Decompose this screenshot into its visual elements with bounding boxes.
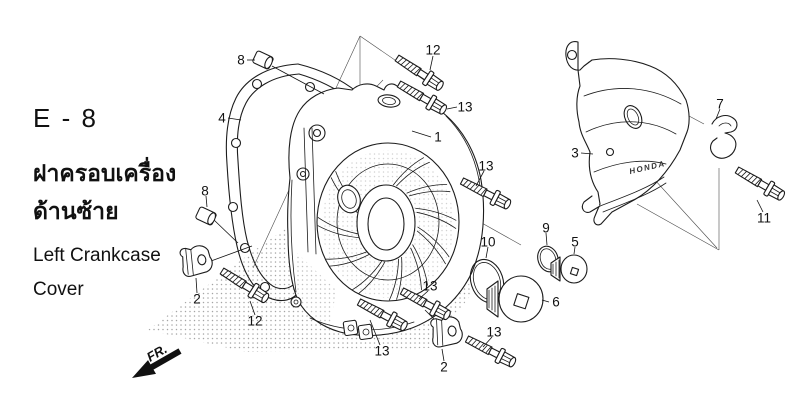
part-callout-8: 8 — [201, 184, 209, 199]
fan-vane — [416, 211, 457, 229]
plug-part-5 — [550, 254, 588, 284]
title-thai-line1: ฝาครอบเครื่อง — [33, 160, 177, 186]
callout-leader-7 — [715, 108, 721, 120]
callout-leader-13 — [418, 290, 429, 300]
rear-cover-part-3: HONDA — [565, 41, 690, 226]
fan-vane — [325, 251, 367, 260]
callout-leader-13 — [369, 319, 381, 346]
fan-vane — [415, 208, 457, 221]
clamp-2-bottom — [429, 315, 464, 349]
part-callout-11: 11 — [757, 211, 771, 226]
clip-part-7 — [710, 115, 738, 159]
part-callout-3: 3 — [571, 146, 579, 161]
part-callout-13: 13 — [422, 279, 437, 294]
fan-vanes — [317, 157, 457, 301]
fr-arrow-icon — [132, 348, 182, 378]
section-code: E - 8 — [33, 103, 98, 133]
part-callout-2: 2 — [440, 360, 448, 375]
part-callout-13: 13 — [457, 100, 472, 115]
filler-cap — [377, 94, 401, 108]
stipple-cover-flange — [296, 252, 336, 330]
gasket-part-4 — [225, 63, 358, 302]
part-callout-13: 13 — [374, 344, 389, 359]
callout-leader-11 — [756, 199, 764, 213]
title-english-line1: Left Crankcase — [33, 245, 161, 266]
fan-vane — [389, 258, 399, 301]
callout-leader-4 — [227, 117, 242, 121]
dowel-pin-8-top — [251, 49, 275, 71]
callout-leader-1 — [411, 130, 432, 138]
front-direction-arrow: FR. — [132, 341, 182, 378]
fan-vane — [408, 190, 451, 197]
callout-leader-2 — [195, 277, 198, 294]
part-callout-12: 12 — [425, 43, 440, 58]
fan-vane — [416, 230, 446, 265]
fan-vane — [317, 217, 358, 235]
part-callout-10: 10 — [480, 235, 495, 250]
callout-leader-3 — [580, 152, 594, 155]
fan-vane — [317, 225, 359, 238]
fan-vane — [406, 184, 448, 194]
part-callout-2: 2 — [193, 292, 201, 307]
callout-leader-8 — [205, 195, 208, 208]
callout-leader-5 — [573, 246, 576, 255]
fan-vane — [410, 247, 422, 291]
part-callout-8: 8 — [237, 53, 245, 68]
fan-vane — [396, 257, 403, 300]
title-block: E - 8 ฝาครอบเครื่อง ด้านซ้าย Left Crankc… — [33, 103, 176, 307]
part-callout-6: 6 — [552, 295, 560, 310]
part-callout-5: 5 — [571, 235, 579, 250]
callout-leader-12 — [249, 300, 256, 316]
callout-leader-13 — [482, 336, 493, 348]
fan-vane — [358, 261, 386, 294]
part-callout-7: 7 — [716, 97, 724, 112]
part-callout-12: 12 — [247, 314, 262, 329]
plug-part-6 — [486, 275, 544, 323]
callout-leader-9 — [545, 232, 548, 246]
fan-vane — [352, 261, 382, 291]
crankcase-cover-part-1 — [287, 83, 485, 341]
fan-vane — [417, 226, 450, 258]
callout-leader-13 — [475, 170, 485, 187]
part-callout-1: 1 — [434, 130, 442, 145]
callout-leader-6 — [541, 299, 550, 303]
static-leaders — [210, 65, 439, 324]
part-callout-4: 4 — [218, 111, 226, 126]
bolt-11 — [732, 162, 788, 205]
title-thai-line2: ด้านซ้าย — [33, 198, 119, 224]
part-callouts: 8 12 13 4 1 8 3 7 13 10 9 5 6 11 2 12 13 13 2 13 — [193, 43, 771, 375]
callout-leader-12 — [429, 55, 434, 71]
fan-vane — [412, 244, 428, 286]
part-callout-9: 9 — [542, 221, 550, 236]
title-english-line2: Cover — [33, 279, 84, 300]
part-callout-13: 13 — [486, 325, 501, 340]
callout-leader-10 — [485, 246, 489, 259]
fan-vane — [393, 157, 424, 186]
fan-vane — [329, 254, 370, 267]
fan-vane — [396, 161, 430, 187]
dowel-pin-8-bottom — [194, 205, 218, 227]
part-callout-13: 13 — [478, 159, 493, 174]
clamp-2-left — [178, 243, 215, 278]
callout-leader-13 — [446, 106, 458, 110]
callout-leader-2 — [441, 348, 445, 362]
